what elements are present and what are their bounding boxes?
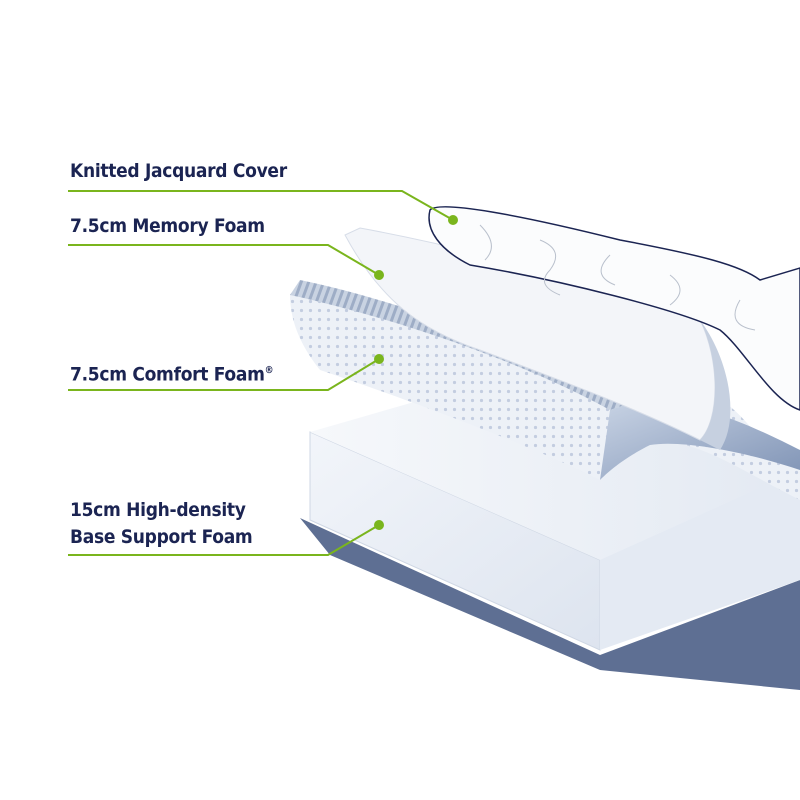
leader-line-comfort — [68, 358, 380, 391]
label-knitted-jacquard-cover: Knitted Jacquard Cover — [70, 158, 287, 185]
pointer-dot-memory — [374, 270, 384, 280]
jacquard-cover-layer — [428, 206, 800, 411]
leader-lines — [68, 190, 454, 556]
leader-line-cover — [68, 190, 454, 221]
label-comfort-foam: 7.5cm Comfort Foam® — [70, 357, 274, 388]
label-text: Knitted Jacquard Cover — [70, 160, 287, 182]
label-text: 7.5cm Memory Foam — [70, 215, 265, 237]
label-text-line2: Base Support Foam — [70, 526, 253, 548]
registered-mark: ® — [264, 365, 274, 376]
pointer-dot-base — [374, 520, 384, 530]
pointer-dot-cover — [448, 215, 458, 225]
pointer-dot-comfort — [374, 354, 384, 364]
label-memory-foam: 7.5cm Memory Foam — [70, 213, 265, 240]
label-base-support-foam: 15cm High-density Base Support Foam — [70, 497, 253, 551]
leader-line-base — [68, 524, 380, 556]
leader-line-memory — [68, 244, 380, 276]
label-text-line1: 15cm High-density — [70, 499, 246, 521]
label-text: 7.5cm Comfort Foam — [70, 363, 265, 386]
